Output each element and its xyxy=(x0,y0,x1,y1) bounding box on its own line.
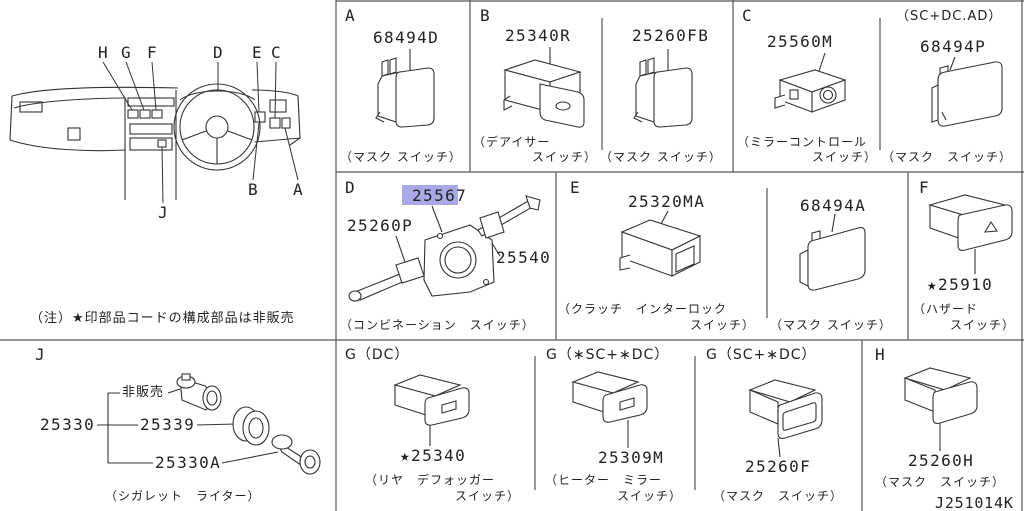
callout-b: B xyxy=(248,180,259,199)
hazard-switch-drawing xyxy=(928,194,1013,274)
callout-h: H xyxy=(98,43,109,62)
part-number-25260fb[interactable]: 25260FB xyxy=(632,26,710,45)
part-number-25320ma[interactable]: 25320MA xyxy=(628,192,706,211)
part-number-25260p[interactable]: 25260P xyxy=(347,216,414,235)
section-g-dc-label: G（DC） xyxy=(345,347,410,363)
combination-switch-drawing xyxy=(348,195,541,302)
part-25260fb-drawing xyxy=(633,49,693,128)
not-sold-note: （注）★印部品コードの構成部品は非販売 xyxy=(30,311,295,326)
section-g-star-sc-dc-label: G（∗SC+∗DC） xyxy=(546,347,670,363)
part-68494d-drawing xyxy=(375,49,435,128)
section-a-caption: （マスク スイッチ） xyxy=(340,150,462,164)
part-number-25330a[interactable]: 25330A xyxy=(155,453,222,472)
section-b-caption-1b: スイッチ） xyxy=(532,150,598,164)
part-number-25339[interactable]: 25339 xyxy=(140,415,196,434)
section-g-sc-dc-caption: （マスク スイッチ） xyxy=(713,489,844,503)
section-f-caption-b: スイッチ） xyxy=(950,318,1016,332)
section-sc-dc-ad-caption: （マスク スイッチ） xyxy=(882,150,1013,164)
part-68494a-drawing xyxy=(799,213,866,291)
rear-defogger-switch-drawing xyxy=(393,374,470,446)
part-25320ma-drawing xyxy=(619,210,702,277)
part-25560m-drawing xyxy=(774,52,847,113)
part-number-25340[interactable]: ★25340 xyxy=(400,446,467,465)
section-j-label: J xyxy=(35,345,46,364)
section-e-caption-2: （マスク スイッチ） xyxy=(770,318,892,332)
section-b-caption-2: （マスク スイッチ） xyxy=(600,150,722,164)
section-b-caption-1a: （デアイサー xyxy=(473,135,551,149)
section-h-caption: （マスク スイッチ） xyxy=(875,475,1006,489)
section-g-dc-caption-a: （リヤ デフォッガー xyxy=(365,473,496,487)
callout-c: C xyxy=(271,43,282,62)
part-number-25540[interactable]: 25540 xyxy=(496,248,552,267)
callout-a: A xyxy=(293,180,304,199)
overview-leader-lines xyxy=(102,61,299,204)
section-b-label: B xyxy=(480,6,491,25)
section-e-caption-1a: （クラッチ インターロック xyxy=(558,302,728,316)
callout-f: F xyxy=(147,43,158,62)
not-sold-label: 非販売 xyxy=(122,385,165,400)
callout-d: D xyxy=(213,43,224,62)
section-d-caption: （コンビネーション スイッチ） xyxy=(340,318,535,332)
diagram-code: J251014K xyxy=(935,494,1014,511)
part-68494p-drawing xyxy=(931,56,1003,127)
part-number-68494d[interactable]: 68494D xyxy=(373,28,440,47)
section-f-caption-a: （ハザード xyxy=(913,302,979,316)
part-number-68494a[interactable]: 68494A xyxy=(800,196,867,215)
part-25260f-drawing xyxy=(748,379,823,458)
heater-mirror-switch-drawing xyxy=(571,371,648,448)
part-25340r-drawing xyxy=(503,47,585,128)
cigarette-lighter-drawing xyxy=(97,373,321,475)
part-number-25340r[interactable]: 25340R xyxy=(505,26,572,45)
section-sc-dc-ad-label: （SC+DC.AD） xyxy=(896,9,1003,24)
section-e-caption-1b: スイッチ） xyxy=(690,318,756,332)
part-number-25260f[interactable]: 25260F xyxy=(745,457,812,476)
part-number-25330[interactable]: 25330 xyxy=(40,415,96,434)
section-d-label: D xyxy=(345,178,356,197)
section-g-star-sc-dc-caption-a: （ヒーター ミラー xyxy=(545,473,663,487)
part-number-25567[interactable]: 25567 xyxy=(412,186,468,205)
section-j-caption: （シガレット ライター） xyxy=(105,489,261,503)
dashboard-overview-drawing xyxy=(9,83,301,200)
part-number-25560m[interactable]: 25560M xyxy=(767,32,834,51)
part-25260h-drawing xyxy=(903,367,978,451)
part-number-68494p[interactable]: 68494P xyxy=(920,37,987,56)
section-c-label: C xyxy=(742,6,753,25)
part-number-25260h[interactable]: 25260H xyxy=(908,451,975,470)
section-g-sc-dc-label: G（SC+∗DC） xyxy=(706,347,817,363)
part-number-25309m[interactable]: 25309M xyxy=(598,448,665,467)
section-e-label: E xyxy=(570,178,581,197)
part-number-25910[interactable]: ★25910 xyxy=(927,275,994,294)
section-c-caption-b: スイッチ） xyxy=(812,150,878,164)
callout-e: E xyxy=(252,43,263,62)
callout-g: G xyxy=(121,43,132,62)
section-g-dc-caption-b: スイッチ） xyxy=(455,489,521,503)
section-h-label: H xyxy=(875,345,886,364)
section-f-label: F xyxy=(919,178,930,197)
section-a-label: A xyxy=(345,6,356,25)
callout-j: J xyxy=(158,203,169,222)
section-g-star-sc-dc-caption-b: スイッチ） xyxy=(617,489,683,503)
selected-part-highlight xyxy=(402,185,458,205)
section-c-caption-a: （ミラーコントロール xyxy=(737,135,868,149)
